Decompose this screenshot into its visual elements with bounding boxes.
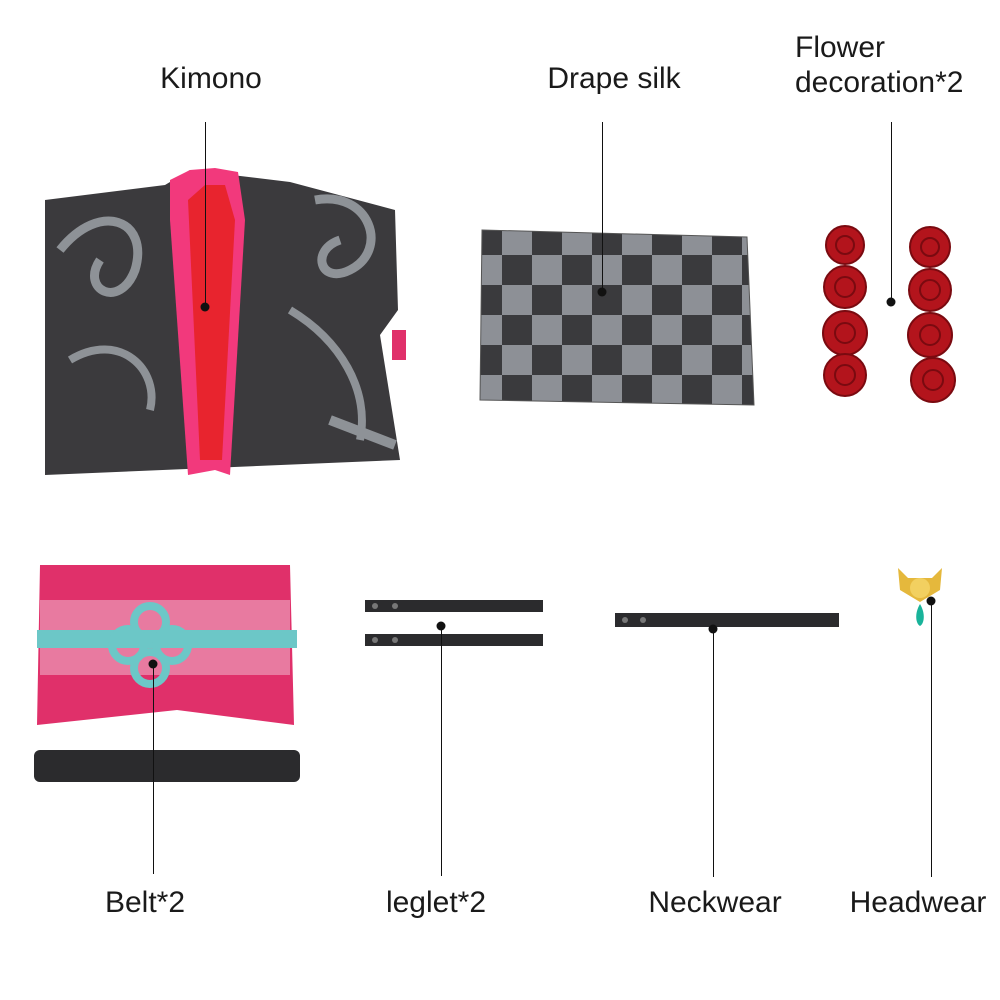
neckwear-pointer-line (713, 629, 714, 877)
headwear-label: Headwear (849, 886, 987, 919)
drape-silk-image (479, 229, 755, 406)
kimono-pointer-line (205, 122, 206, 307)
drape-silk-label: Drape silk (547, 62, 681, 95)
belt-image (34, 565, 300, 782)
headwear-image (898, 568, 942, 626)
flower-label-line1: Flower (795, 31, 886, 64)
headwear-pointer-line (931, 601, 932, 877)
kimono-image (45, 168, 406, 475)
kimono-label: Kimono (160, 62, 262, 95)
drape-silk-pointer-dot (597, 287, 607, 297)
flower-pointer-dot (886, 297, 896, 307)
belt-pointer-dot (148, 659, 158, 669)
kimono-pointer-dot (200, 302, 210, 312)
belt-pointer-line (153, 664, 154, 874)
neckwear-label: Neckwear (648, 886, 782, 919)
headwear-pointer-dot (926, 596, 936, 606)
drape-silk-pointer-line (602, 122, 603, 292)
flower-pointer-line (891, 122, 892, 302)
leglet-image (365, 600, 543, 646)
leglet-pointer-line (441, 626, 442, 876)
belt-label: Belt*2 (104, 886, 186, 919)
neckwear-pointer-dot (708, 624, 718, 634)
leglet-label: leglet*2 (385, 886, 487, 919)
leglet-pointer-dot (436, 621, 446, 631)
neckwear-image (615, 613, 839, 627)
flower-decoration-image (822, 225, 956, 403)
flower-label-line2: decoration*2 (795, 66, 964, 99)
